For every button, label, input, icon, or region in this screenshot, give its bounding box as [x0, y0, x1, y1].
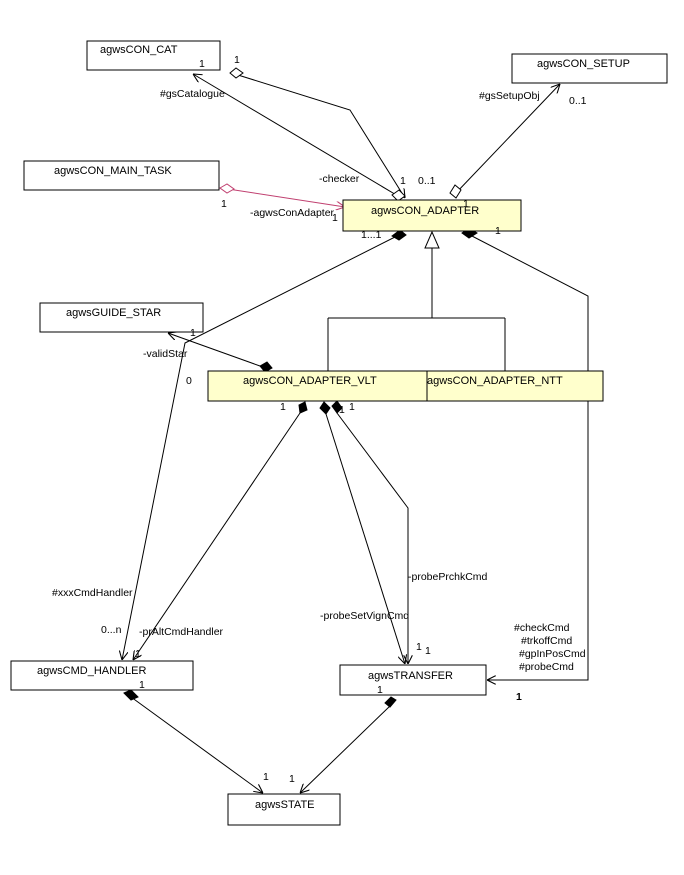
class-con-setup[interactable]: agwsCON_SETUP: [511, 53, 668, 84]
class-name: agwsCON_ADAPTER_VLT: [243, 375, 377, 387]
composition-diamond: [123, 689, 139, 701]
assoc-cmd-handler-state: [123, 689, 263, 793]
role-valid-star: -validStar: [143, 348, 188, 360]
composition-diamond: [298, 401, 308, 414]
mult-cat-1a: 1: [199, 58, 205, 70]
generalization-triangle: [424, 230, 440, 249]
class-name: agwsCON_MAIN_TASK: [54, 165, 172, 177]
mult-adapter-0-1: 0..1: [418, 175, 436, 187]
assoc-pr-alt-cmd-handler: [133, 401, 308, 660]
assoc-gs-catalogue: [193, 74, 406, 202]
class-guide-star[interactable]: agwsGUIDE_STAR: [39, 302, 204, 333]
role-trkoff-cmd: #trkoffCmd: [521, 635, 572, 647]
composition-diamond: [259, 361, 273, 373]
role-check-cmd: #checkCmd: [514, 622, 570, 634]
mult-setup-end-1: 1: [463, 198, 469, 210]
class-state[interactable]: agwsSTATE: [227, 793, 341, 826]
mult-transfer-1b: 1: [425, 645, 431, 657]
mult-state-1a: 1: [263, 771, 269, 783]
assoc-gs-setup-obj: [449, 84, 560, 199]
mult-cat-1b: 1: [234, 54, 240, 66]
mult-adapter-1-1: 1...1: [361, 229, 382, 241]
class-name: agwsCON_ADAPTER: [371, 205, 479, 217]
class-name: agwsCON_CAT: [100, 44, 178, 56]
role-gs-catalogue: #gsCatalogue: [160, 88, 225, 100]
class-name: agwsGUIDE_STAR: [66, 307, 161, 319]
class-name: agwsCMD_HANDLER: [37, 665, 146, 677]
class-con-cat[interactable]: agwsCON_CAT: [86, 40, 221, 71]
aggregation-diamond: [449, 184, 462, 199]
class-name: agwsSTATE: [255, 799, 315, 811]
assoc-probe-prchk-cmd: [331, 400, 408, 664]
assoc-main-task-adapter: [219, 183, 345, 207]
assoc-xxx-cmd-handler: [122, 229, 407, 660]
mult-guide-star-1: 1: [190, 327, 196, 339]
role-gs-setup-obj: #gsSetupObj: [479, 90, 540, 102]
role-agws-con-adapter: -agwsConAdapter: [250, 207, 335, 219]
class-transfer[interactable]: agwsTRANSFER: [339, 664, 487, 696]
mult-transfer-bold-1: 1: [516, 691, 522, 703]
class-con-main-task[interactable]: agwsCON_MAIN_TASK: [23, 160, 220, 191]
class-con-adapter-vlt[interactable]: agwsCON_ADAPTER_VLT: [207, 370, 428, 402]
composition-diamond: [319, 401, 331, 415]
assoc-cat-adapter-checker: [229, 67, 405, 198]
class-con-adapter-ntt[interactable]: agwsCON_ADAPTER_NTT: [426, 370, 604, 402]
mult-adapter-right-1: 1: [495, 225, 501, 237]
class-name: agwsCON_ADAPTER_NTT: [427, 375, 563, 387]
role-probe-cmd: #probeCmd: [519, 661, 574, 673]
class-con-adapter[interactable]: agwsCON_ADAPTER: [342, 199, 522, 232]
mult-state-1b: 1: [289, 773, 295, 785]
assoc-probe-set-vign-cmd: [319, 401, 405, 664]
role-probe-set-vign-cmd: -probeSetVignCmd: [320, 610, 409, 622]
mult-transfer-1a: 1: [416, 641, 422, 653]
composition-diamond: [384, 696, 397, 708]
assoc-check-cmd: [461, 227, 589, 680]
mult-transfer-1c: 1: [377, 684, 383, 696]
mult-adapter-checker-1: 1: [400, 175, 406, 187]
mult-cmd-handler-1b: 1: [139, 679, 145, 691]
mult-adapter-left-1: 1: [332, 212, 338, 224]
generalization-adapter: [327, 230, 506, 371]
class-name: agwsCON_SETUP: [537, 58, 630, 70]
aggregation-diamond: [219, 183, 235, 194]
role-xxx-cmd-handler: #xxxCmdHandler: [52, 587, 133, 599]
role-pr-alt-cmd-handler: -prAltCmdHandler: [139, 626, 224, 638]
mult-cmd-handler-1a: 1: [135, 648, 141, 660]
mult-guide-star-0: 0: [186, 375, 192, 387]
mult-vlt-1c: 1: [349, 401, 355, 413]
composition-diamond: [391, 229, 407, 241]
role-gp-in-pos-cmd: #gpInPosCmd: [519, 648, 586, 660]
assoc-valid-star: [168, 333, 273, 373]
mult-setup-0-1: 0..1: [569, 95, 587, 107]
class-name: agwsTRANSFER: [368, 670, 453, 682]
mult-vlt-1b: 1: [339, 404, 345, 416]
role-checker: -checker: [319, 173, 360, 185]
mult-main-task-1: 1: [221, 198, 227, 210]
aggregation-diamond: [391, 189, 406, 202]
assoc-transfer-state: [300, 696, 397, 793]
role-probe-prchk-cmd: -probePrchkCmd: [408, 571, 488, 583]
aggregation-diamond: [229, 67, 244, 79]
class-cmd-handler[interactable]: agwsCMD_HANDLER: [10, 660, 194, 691]
mult-vlt-1a: 1: [280, 401, 286, 413]
mult-cmd-handler-0-n: 0...n: [101, 624, 122, 636]
